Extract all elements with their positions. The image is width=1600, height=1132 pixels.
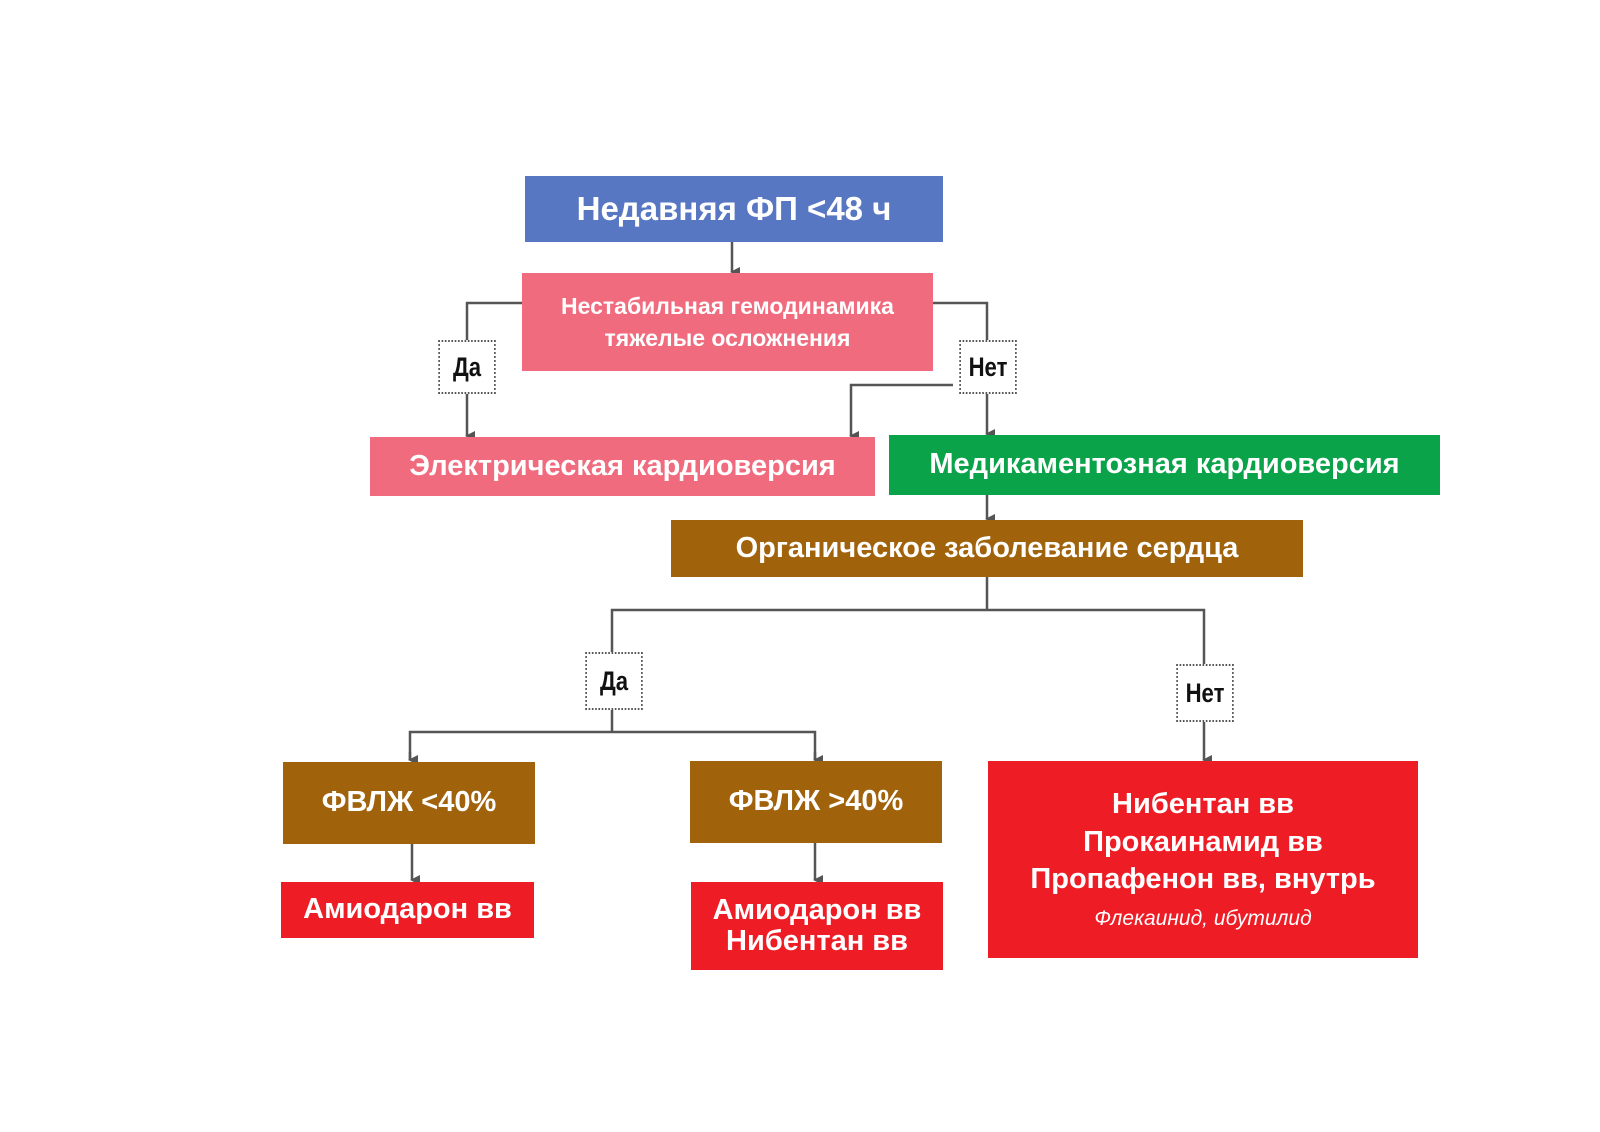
line-organic-branches xyxy=(610,608,1206,664)
drugs-high-lvef-node: Амиодарон вв Нибентан вв xyxy=(691,882,943,970)
line-unstable-to-no1 xyxy=(933,301,989,340)
yes-tag-2-label: Да xyxy=(599,665,629,696)
no-tag-1-label: Нет xyxy=(968,351,1008,382)
no-tag-1: Нет xyxy=(959,340,1017,394)
start-node: Недавняя ФП <48 ч xyxy=(525,176,943,242)
unstable-line-1: Нестабильная гемодинамика xyxy=(561,292,894,319)
medication-cardioversion-node: Медикаментозная кардиоверсия xyxy=(889,435,1440,495)
yes-tag-1: Да xyxy=(438,340,496,394)
no-disease-drug-2: Прокаинамид вв xyxy=(1083,825,1323,858)
line-unstable-to-yes1 xyxy=(465,301,522,340)
medication-cardioversion-label: Медикаментозная кардиоверсия xyxy=(929,448,1400,481)
lvef-below-40-label: ФВЛЖ <40% xyxy=(321,786,497,819)
organic-heart-disease-node: Органическое заболевание сердца xyxy=(671,520,1303,577)
electric-cardioversion-label: Электрическая кардиоверсия xyxy=(409,449,836,482)
lvef-above-40-label: ФВЛЖ >40% xyxy=(728,785,904,818)
no-disease-drug-1: Нибентан вв xyxy=(1112,788,1294,821)
no-disease-drug-3: Пропафенон вв, внутрь xyxy=(1030,862,1376,895)
electric-cardioversion-node: Электрическая кардиоверсия xyxy=(370,437,875,496)
organic-heart-disease-label: Органическое заболевание сердца xyxy=(735,531,1239,564)
start-node-label: Недавняя ФП <48 ч xyxy=(576,189,892,227)
amiodarone-low-lvef-label: Амиодарон вв xyxy=(303,893,512,926)
amiodarone-low-lvef-node: Амиодарон вв xyxy=(281,882,534,938)
yes-tag-1-label: Да xyxy=(452,351,482,382)
lvef-above-40-node: ФВЛЖ >40% xyxy=(690,761,942,843)
unstable-hemodynamics-node: Нестабильная гемодинамика тяжелые осложн… xyxy=(522,273,933,371)
no-tag-2: Нет xyxy=(1176,664,1234,722)
drugs-no-organic-disease-node: Нибентан вв Прокаинамид вв Пропафенон вв… xyxy=(988,761,1418,958)
amiodarone-high-lvef-label: Амиодарон вв xyxy=(712,893,922,926)
nibentan-high-lvef-label: Нибентан вв xyxy=(726,925,908,957)
unstable-line-2: тяжелые осложнения xyxy=(604,325,851,351)
line-yes2-branches xyxy=(408,730,817,760)
arrow-no1-to-electric xyxy=(849,383,953,441)
no-disease-note: Флекаинид, ибутилид xyxy=(1094,906,1312,930)
lvef-below-40-node: ФВЛЖ <40% xyxy=(283,762,535,844)
no-tag-2-label: Нет xyxy=(1185,677,1225,708)
yes-tag-2: Да xyxy=(585,652,643,710)
